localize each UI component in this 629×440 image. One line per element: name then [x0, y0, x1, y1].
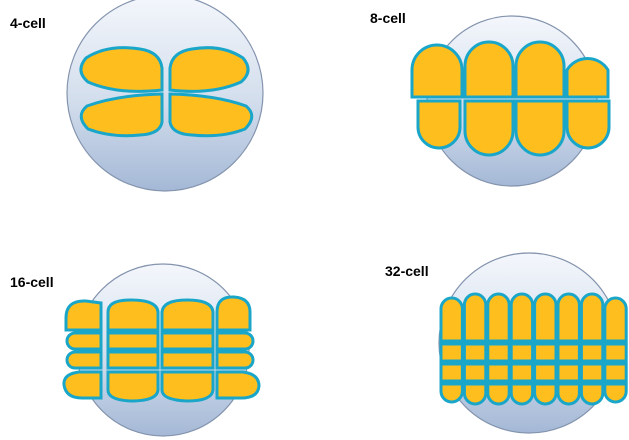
blastomere	[516, 42, 564, 97]
panel-16-cell: 16-cell	[10, 264, 259, 436]
blastomere	[108, 372, 158, 401]
stage-label-16-cell: 16-cell	[10, 274, 54, 290]
panel-32-cell: 32-cell	[385, 253, 626, 433]
blastomere	[441, 298, 462, 341]
blastomere	[558, 384, 579, 404]
blastomere	[217, 372, 259, 398]
stage-label-32-cell: 32-cell	[385, 263, 429, 279]
blastomere	[162, 300, 213, 330]
blastomere	[162, 333, 213, 349]
blastomere	[412, 45, 462, 97]
blastomere	[108, 352, 158, 368]
blastomeres-16-cell	[64, 297, 259, 401]
blastomere	[465, 42, 513, 97]
blastomere	[488, 384, 509, 404]
blastomere	[66, 301, 101, 330]
blastomeres-32-cell	[441, 294, 626, 404]
blastomere	[464, 294, 485, 341]
blastomere	[441, 364, 462, 381]
blastomere	[581, 344, 602, 361]
blastomere	[558, 364, 579, 381]
panel-4-cell: 4-cell	[10, 0, 263, 191]
blastomere	[558, 344, 579, 361]
stage-label-4-cell: 4-cell	[10, 15, 46, 31]
blastomere	[535, 364, 556, 381]
blastomere	[464, 344, 485, 361]
blastomere	[511, 364, 532, 381]
blastomere	[162, 352, 213, 368]
blastomere	[67, 333, 101, 349]
blastomere	[581, 364, 602, 381]
blastomere	[418, 101, 460, 148]
blastomere	[217, 352, 253, 368]
blastomere	[465, 101, 513, 155]
blastomere	[605, 344, 626, 361]
blastomere	[64, 372, 101, 398]
stage-label-8-cell: 8-cell	[370, 10, 406, 26]
blastomere	[441, 384, 462, 402]
blastomere	[535, 384, 556, 404]
blastomeres-8-cell	[412, 42, 609, 155]
blastomere	[441, 344, 462, 361]
blastomere	[558, 294, 579, 341]
blastomere	[162, 372, 213, 401]
embryo-4-cell	[67, 0, 263, 191]
blastomere	[170, 48, 248, 92]
blastomere	[581, 384, 602, 404]
blastomere	[67, 352, 101, 368]
blastomere	[567, 101, 609, 148]
blastomere	[108, 333, 158, 349]
blastomere	[488, 364, 509, 381]
blastomere	[488, 344, 509, 361]
blastomere	[605, 364, 626, 381]
blastomere	[567, 58, 608, 97]
blastomere	[464, 384, 485, 404]
blastomere	[535, 294, 556, 341]
panel-8-cell: 8-cell	[370, 10, 609, 186]
blastomere	[488, 294, 509, 341]
blastomere	[511, 294, 532, 341]
blastomere	[217, 297, 250, 330]
blastomere	[511, 344, 532, 361]
blastomere	[581, 294, 602, 341]
blastomere	[464, 364, 485, 381]
blastomere	[605, 384, 626, 402]
blastomere	[516, 101, 564, 155]
blastomere	[108, 300, 158, 330]
blastomere	[535, 344, 556, 361]
blastomere	[511, 384, 532, 404]
blastomere	[81, 48, 162, 92]
blastomere	[605, 298, 626, 341]
blastomere	[217, 333, 253, 349]
